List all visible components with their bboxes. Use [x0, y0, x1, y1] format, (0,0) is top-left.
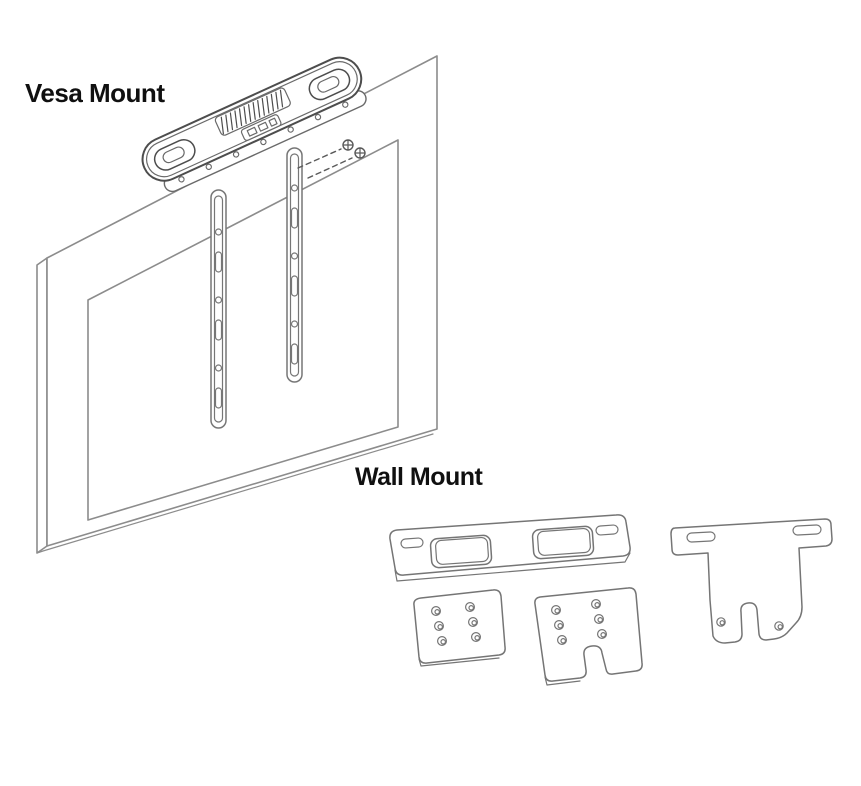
rail-slot [214, 319, 223, 341]
adapter-plate-small-outline [413, 589, 506, 664]
adapter-plate-notched [534, 587, 643, 686]
plate-screw [232, 151, 240, 158]
rail-slot [290, 207, 299, 229]
hook-bracket-outline [670, 518, 833, 644]
display-side-face [36, 257, 48, 554]
plate-screw [287, 126, 294, 133]
screw-icon [354, 147, 366, 159]
rail-hole [214, 296, 223, 304]
rail-hole [290, 184, 299, 192]
vesa-mount-illustration [36, 55, 438, 554]
plate-screw [178, 176, 185, 183]
wall-plate-cutout-right [531, 525, 595, 560]
rail-hole [290, 252, 299, 260]
wall-plate-slot-right [595, 524, 619, 536]
adapter-plate-small-thickness [418, 657, 500, 667]
mounting-screws [297, 139, 366, 179]
adapter-plate-small [413, 589, 506, 667]
wall-plate-thickness [394, 552, 631, 582]
bar-connector [268, 117, 278, 127]
plate-screw [314, 113, 322, 121]
bar-body [141, 56, 363, 182]
plate-screw [205, 163, 212, 171]
screw-icon [342, 139, 354, 151]
rail-slot [290, 343, 299, 365]
hook-bracket-slot-left [686, 531, 716, 543]
adapter-plate-small-holes [431, 601, 482, 646]
adapter-plate-notched-outline [534, 587, 643, 682]
adapter-plate-notched-thickness [544, 676, 581, 686]
left-vesa-rail [210, 189, 227, 429]
wall-mount-illustration [389, 514, 833, 686]
plate-screw [342, 101, 349, 108]
wall-plate-outline [389, 514, 631, 576]
rail-hole [214, 364, 223, 372]
bar-connector [246, 126, 258, 137]
rail-slot [214, 251, 223, 273]
right-vesa-rail [286, 147, 303, 383]
display-bottom-edge [36, 433, 434, 554]
video-bar-device [141, 56, 367, 193]
vesa-mount-label: Vesa Mount [25, 78, 165, 108]
hook-bracket-slot-right [792, 524, 822, 536]
bar-grille-hatch [220, 89, 284, 135]
hook-bracket-holes [716, 617, 784, 631]
bar-left-port [162, 146, 185, 164]
wall-plate [389, 514, 631, 582]
bar-connector [257, 121, 269, 132]
assembly-dashed-line [307, 157, 353, 179]
rail-hole [290, 320, 299, 328]
wall-plate-slot-left [400, 537, 424, 549]
wall-mount-label: Wall Mount [355, 463, 483, 491]
rail-slot [290, 275, 299, 297]
plate-screw [260, 138, 267, 146]
rail-hole [214, 228, 223, 236]
adapter-plate-notched-holes [550, 598, 607, 645]
rail-slot [214, 387, 223, 409]
assembly-dashed-line [297, 148, 342, 169]
wall-plate-cutout-left [429, 534, 493, 569]
bar-right-port [317, 75, 340, 93]
display-panel [36, 55, 438, 554]
hook-bracket [670, 518, 833, 644]
